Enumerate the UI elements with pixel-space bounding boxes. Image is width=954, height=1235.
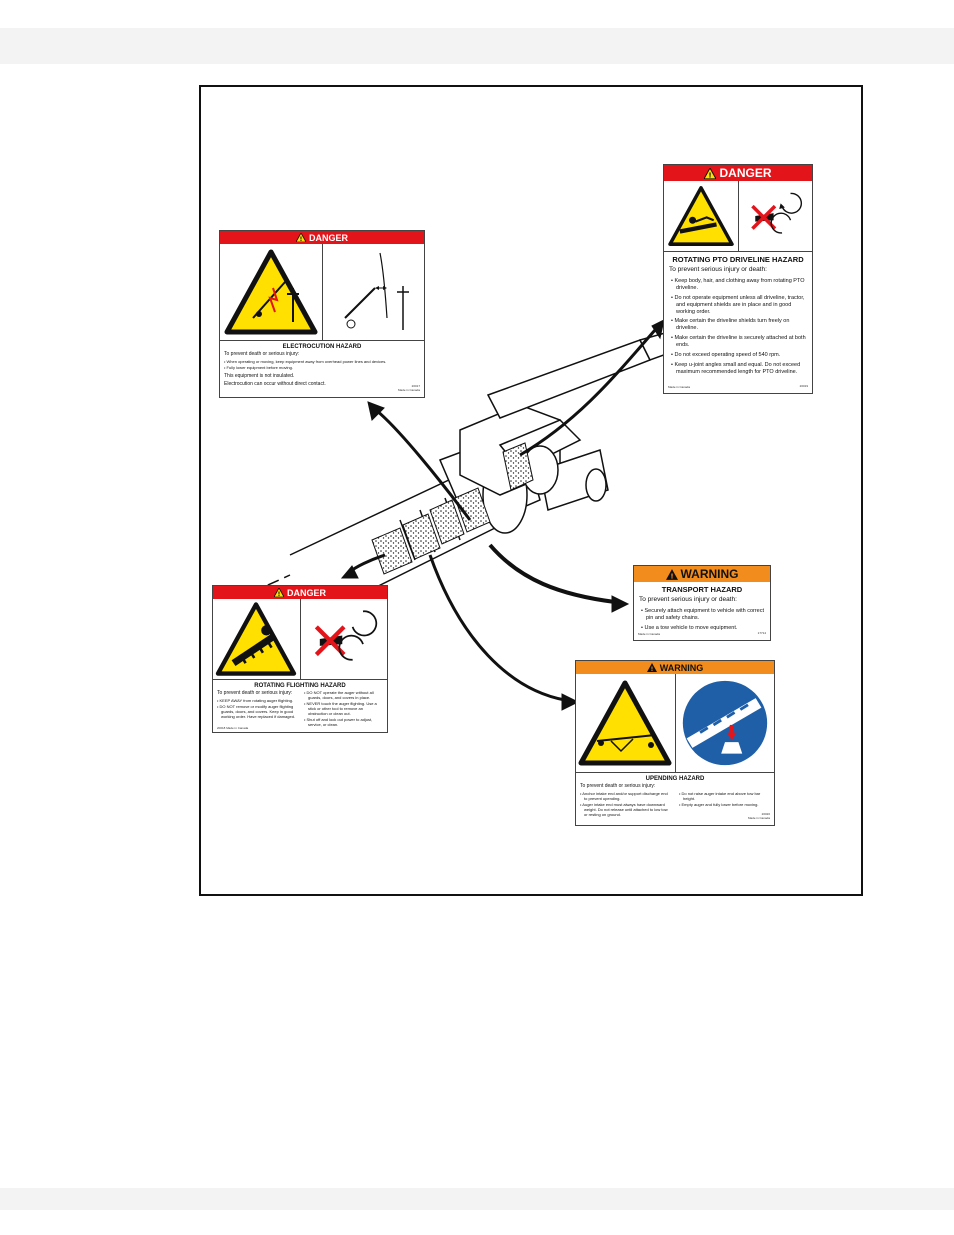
decal-bullet: Do not operate equipment unless all driv… [664,295,812,316]
upending-pictogram [576,674,675,772]
decal-code: 17714 [757,631,766,636]
decal-intro: To prevent serious injury or death: [639,596,737,603]
svg-text:!: ! [709,170,712,178]
warning-triangle-icon: ! [665,568,678,580]
svg-text:!: ! [650,666,653,672]
upending-icon [578,680,672,766]
decal-made-in: Made in Canada [638,632,661,636]
decal-intro: To prevent death or serious injury: [217,690,293,696]
svg-text:!: ! [300,236,303,242]
decal-made-in: Made in Canada [226,726,249,730]
decal-header: ! DANGER [213,586,387,599]
warning-triangle-icon: ! [646,663,657,672]
decal-bullet: Do not exceed operating speed of 540 rpm… [664,352,812,359]
upending-decal: ! WARNING UPENDING HAZARD To prevent [575,660,775,826]
decal-bullet: Shut off and lock out power to adjust, s… [300,717,387,727]
decal-bullet: DO NOT operate the auger without all gua… [300,690,387,700]
warning-triangle-icon: ! [295,233,306,242]
decal-intro: To prevent death or serious injury: [224,351,300,357]
flighting-decal: ! DANGER ROTATING FLIGHTING HAZARD To pr… [212,585,388,733]
decal-title: UPENDING HAZARD [645,776,705,782]
decal-bullet: Use a tow vehicle to move equipment. [634,625,770,632]
entanglement-pictogram [664,181,738,251]
decal-intro: To prevent death or serious injury: [580,783,656,789]
decal-header-text: WARNING [659,662,704,673]
rotating-auger-icon [216,602,297,676]
pto-driveline-decal: ! DANGER ROTATING PTO DRIVELINE HAZARD T… [663,164,813,394]
no-hands-rotation-icon [751,192,803,234]
svg-text:!: ! [670,571,673,579]
svg-text:!: ! [278,591,281,597]
decal-header-text: DANGER [719,166,772,180]
decal-code: 20018 [217,726,226,730]
decal-bullet: Keep u-joint angles small and equal. Do … [664,362,812,376]
decal-bullet: Make certain the driveline is securely a… [664,335,812,349]
mandatory-anchor-pictogram [674,674,775,772]
no-hands-rotation-icon [314,610,377,661]
no-hands-pictogram [737,181,813,251]
decal-code: 20020 [761,812,770,817]
decal-bullet: Make certain the driveline shields turn … [664,318,812,332]
pointer-arrows [340,319,665,711]
transport-decal: ! WARNING TRANSPORT HAZARD To prevent se… [633,565,771,641]
decal-bullet: When operating or moving, keep equipment… [220,359,424,364]
anchor-weight-icon [682,680,767,766]
top-band [0,28,954,64]
decal-bullet: Fully lower equipment before moving. [220,365,424,370]
decal-title: ELECTROCUTION HAZARD [282,344,362,350]
decal-header: ! DANGER [664,165,812,181]
decal-made-in: Made in Canada [397,388,420,393]
electrocution-decal: ! DANGER EL [219,230,425,398]
decal-code: 20017 [411,384,420,389]
decal-bullet: DO NOT remove or modify auger flighting … [213,704,300,719]
warning-triangle-icon: ! [273,588,284,597]
auger-flighting-pictogram [213,599,300,679]
tube-decals [371,442,534,575]
decal-header-text: DANGER [308,232,348,243]
decal-bullet: NEVER touch the auger flighting. Use a s… [300,701,387,716]
decal-header-text: WARNING [680,567,739,581]
decal-note: Electrocution can occur without direct c… [224,381,326,387]
decal-bullet: KEEP AWAY from rotating auger flighting. [213,698,300,703]
decal-code: 20019 [799,384,808,389]
decal-header: ! DANGER [220,231,424,244]
decal-made-in: Made in Canada [747,816,770,821]
power-line-pictogram [321,244,425,340]
decal-title: ROTATING PTO DRIVELINE HAZARD [672,255,804,264]
warning-triangle-icon: ! [704,167,717,179]
decal-bullet: Securely attach equipment to vehicle wit… [634,608,770,622]
decal-bullet: Auger intake end must always have downwa… [576,802,675,817]
decal-bullet: Keep body, hair, and clothing away from … [664,278,812,292]
bottom-band [0,1188,954,1210]
decal-bullet: Do not raise auger intake end above tow … [675,791,774,801]
decal-note: This equipment is not insulated. [224,373,295,379]
decal-bullet: Anchor intake end and/or support dischar… [576,791,675,801]
decal-header-text: DANGER [286,587,326,598]
decal-header: ! WARNING [576,661,774,674]
decal-header: ! WARNING [634,566,770,582]
decal-title: ROTATING FLIGHTING HAZARD [254,683,346,689]
power-line-clearance-icon [344,252,410,330]
entanglement-icon [667,186,734,246]
electrocution-pictogram [220,244,322,340]
electrocution-icon [224,249,318,335]
decal-intro: To prevent serious injury or death: [669,266,767,273]
no-hands-pictogram [299,599,388,679]
decal-bullet: Empty auger and fully lower before movin… [675,802,774,807]
decal-made-in: Made in Canada [668,385,691,389]
decal-title: TRANSPORT HAZARD [661,585,743,594]
